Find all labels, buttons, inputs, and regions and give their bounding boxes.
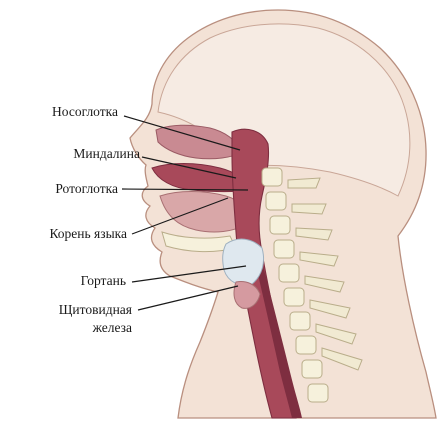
label-tongue-root: Корень языка bbox=[49, 226, 127, 241]
leader-line-tonsil bbox=[141, 156, 237, 179]
label-thyroid-line1: Щитовидная bbox=[59, 302, 132, 317]
vertebra bbox=[278, 263, 300, 283]
vertebra bbox=[261, 167, 283, 187]
leader-line-nasopharynx bbox=[123, 115, 241, 151]
leader-line-oropharynx bbox=[121, 188, 249, 191]
vertebra bbox=[273, 239, 295, 259]
label-oropharynx: Ротоглотка bbox=[55, 181, 118, 196]
vertebra bbox=[307, 383, 329, 403]
vertebra bbox=[269, 215, 291, 235]
leader-line-larynx bbox=[131, 265, 247, 283]
cervical-spine bbox=[261, 167, 329, 403]
leader-line-tongue-root bbox=[131, 197, 229, 235]
vertebra bbox=[289, 311, 311, 331]
vertebra bbox=[295, 335, 317, 355]
label-larynx: Гортань bbox=[81, 273, 126, 288]
label-thyroid-line2: железа bbox=[92, 320, 132, 335]
esophagus bbox=[256, 262, 302, 418]
label-nasopharynx: Носоглотка bbox=[52, 104, 118, 119]
vertebra bbox=[265, 191, 287, 211]
leader-line-thyroid bbox=[137, 285, 239, 311]
vertebra bbox=[283, 287, 305, 307]
larynx-cartilage bbox=[222, 238, 265, 286]
vertebra bbox=[301, 359, 323, 379]
label-tonsil: Миндалина bbox=[73, 146, 140, 161]
thyroid-gland bbox=[233, 281, 261, 309]
spinous-processes bbox=[287, 177, 363, 371]
leader-lines bbox=[121, 115, 249, 311]
